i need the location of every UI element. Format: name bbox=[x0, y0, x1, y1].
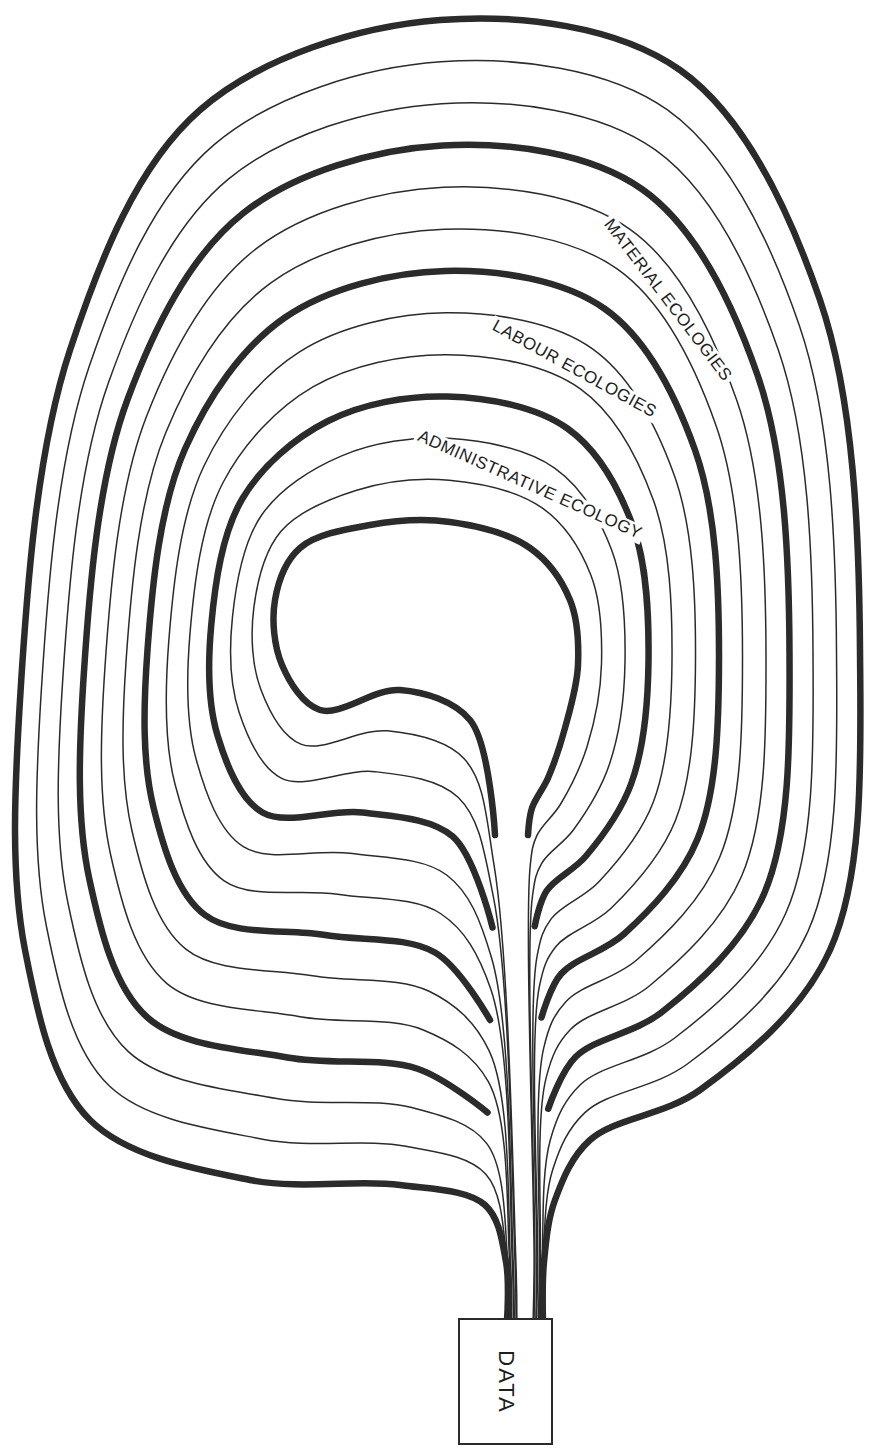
thin-contour-line bbox=[101, 187, 766, 1321]
box-text: DATA bbox=[493, 1350, 517, 1413]
thin-contour-line bbox=[166, 313, 695, 1321]
thin-contour-line bbox=[37, 61, 837, 1321]
thick-contour-line bbox=[209, 396, 648, 927]
thick-contour-line bbox=[273, 520, 578, 835]
thin-contour-line bbox=[231, 438, 625, 1321]
band-label: MATERIAL ECOLOGIES bbox=[598, 213, 737, 387]
thick-contour-line bbox=[15, 19, 861, 1321]
data-box: DATA bbox=[458, 1318, 553, 1445]
thick-contour-line bbox=[80, 145, 790, 1113]
thin-contour-line bbox=[58, 103, 813, 1321]
thin-contour-line bbox=[252, 479, 602, 1321]
thin-contour-line bbox=[188, 355, 672, 1321]
thin-contour-line bbox=[123, 229, 743, 1321]
